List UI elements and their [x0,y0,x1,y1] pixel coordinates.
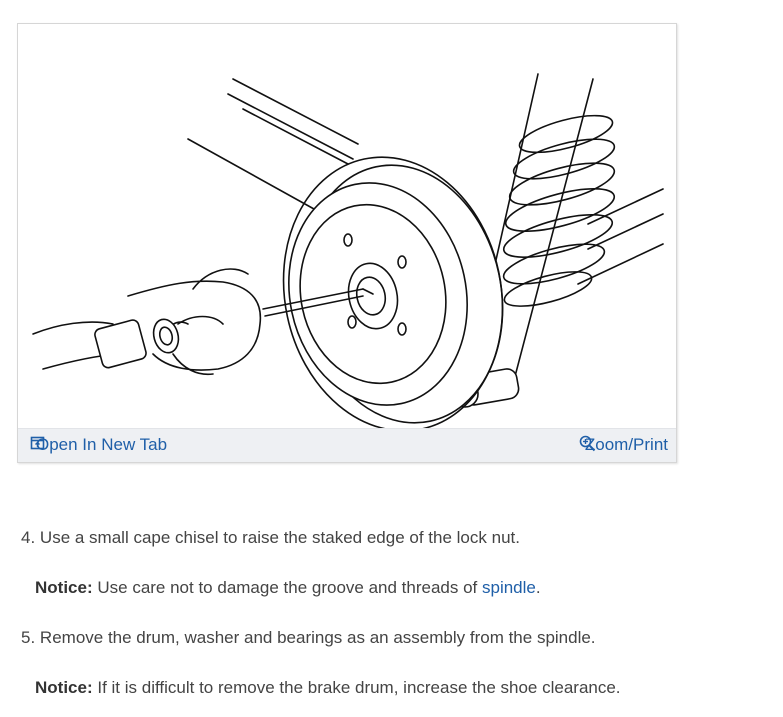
brake-drum-illustration [32,73,664,429]
open-in-new-tab-link[interactable]: Open In New Tab [30,435,167,455]
notice-1: Notice: Use care not to damage the groov… [35,578,541,598]
zoom-print-label: Zoom/Print [584,435,668,454]
spindle-link[interactable]: spindle [482,578,536,597]
figure-toolbar: Open In New Tab Zoom/Print [18,428,676,462]
step-4: 4. Use a small cape chisel to raise the … [21,528,520,548]
step-number: 5. [21,628,36,647]
step-text: Remove the drum, washer and bearings as … [39,628,596,647]
notice-label: Notice: [35,678,93,697]
open-in-new-tab-label: Open In New Tab [36,435,168,454]
step-number: 4. [21,528,36,547]
zoom-print-link[interactable]: Zoom/Print [579,435,668,455]
notice-text: If it is difficult to remove the brake d… [97,678,621,697]
figure-container: Open In New Tab Zoom/Print [17,23,677,463]
notice-text: Use care not to damage the groove and th… [97,578,482,597]
notice-label: Notice: [35,578,93,597]
step-5: 5. Remove the drum, washer and bearings … [21,628,596,648]
notice-text-end: . [535,578,541,597]
step-text: Use a small cape chisel to raise the sta… [39,528,520,547]
notice-2: Notice: If it is difficult to remove the… [35,678,621,698]
